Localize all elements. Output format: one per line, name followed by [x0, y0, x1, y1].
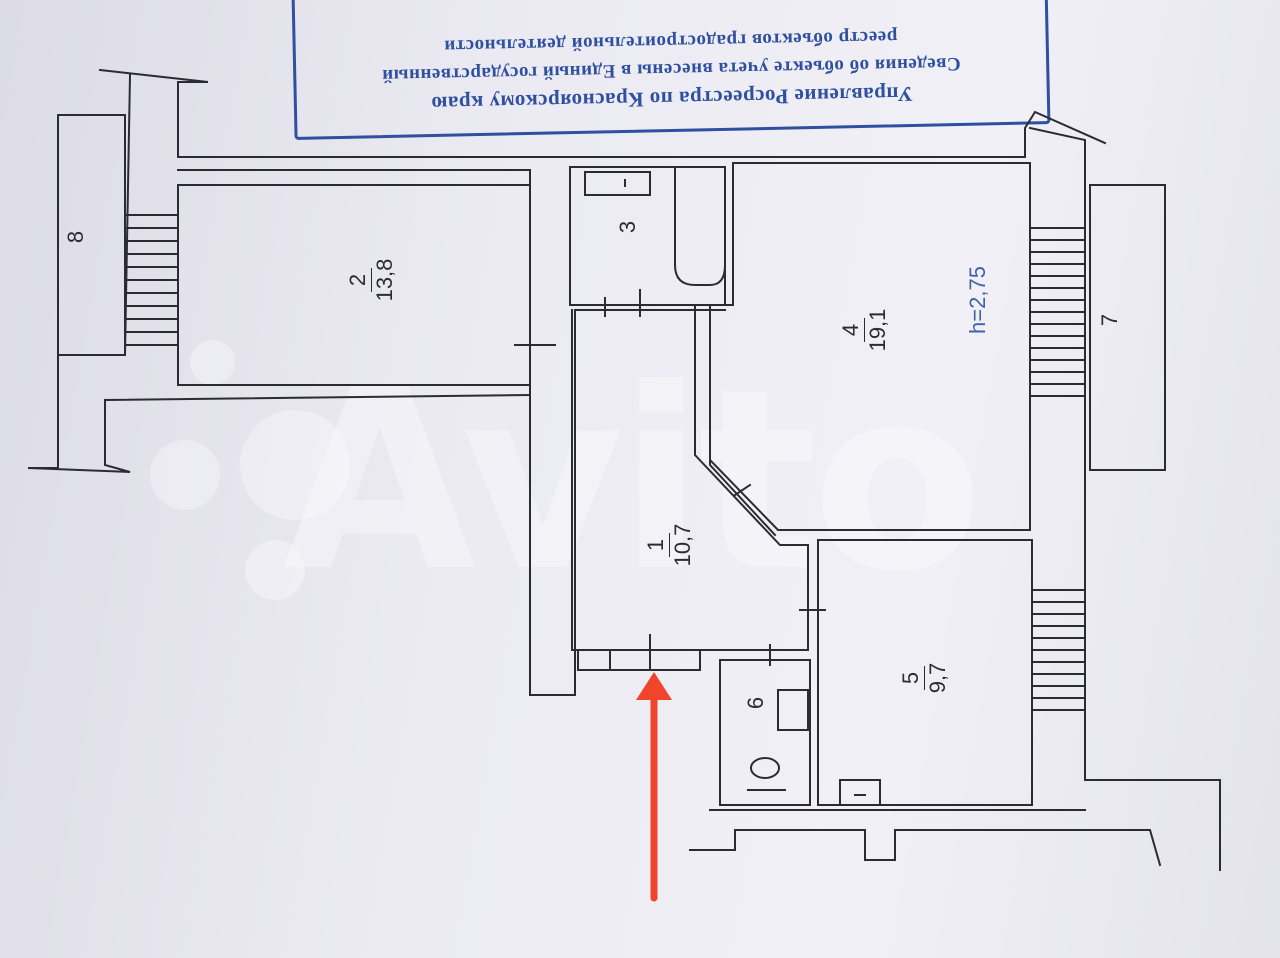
room5-steps [1031, 589, 1086, 711]
room1-right-wall [694, 304, 809, 651]
entrance-arrow [636, 672, 672, 902]
room-2-area: 13,8 [372, 258, 397, 302]
bathtub [674, 166, 727, 286]
room1-left-wall [571, 309, 809, 651]
outer-wall-top [98, 68, 1107, 158]
room-3-label: 3 [615, 220, 640, 234]
room1-entry [577, 634, 701, 671]
room1-right-wall-inner [709, 304, 777, 537]
balcony-7 [1089, 184, 1166, 471]
room-4-number: 4 [838, 317, 865, 343]
balcony-8-steps [124, 214, 179, 346]
lower-wall [689, 829, 1162, 867]
room5-box [817, 539, 1033, 806]
room-5-area: 9,7 [925, 662, 950, 694]
left-wing [27, 73, 532, 473]
room-2-number: 2 [345, 267, 372, 293]
room6-box [719, 659, 811, 806]
room-5-number: 5 [898, 665, 925, 691]
balcony-8-label: 8 [63, 230, 88, 244]
room-4-area: 19,1 [865, 308, 890, 352]
balcony-7-steps [1029, 227, 1086, 397]
right-wing-wall [1028, 126, 1221, 871]
room3-door-marks [604, 289, 641, 317]
room-6-label: 6 [743, 696, 768, 710]
room1-wall-ticks [514, 344, 826, 666]
ceiling-height-note: h=2,75 [965, 266, 990, 334]
balcony-7-label: 7 [1097, 313, 1122, 327]
room4-box [709, 162, 1031, 531]
sink-6 [777, 689, 809, 731]
room-1-number: 1 [643, 532, 670, 558]
balcony-8 [57, 114, 126, 356]
radiator-5 [839, 779, 881, 806]
sink-3 [584, 171, 651, 196]
toilet-bowl [747, 757, 786, 791]
room1-door-mark [733, 483, 752, 497]
room-1-area: 10,7 [670, 523, 695, 567]
outer-wall-top-inner [177, 169, 726, 696]
avito-watermark: Avito [282, 334, 984, 626]
